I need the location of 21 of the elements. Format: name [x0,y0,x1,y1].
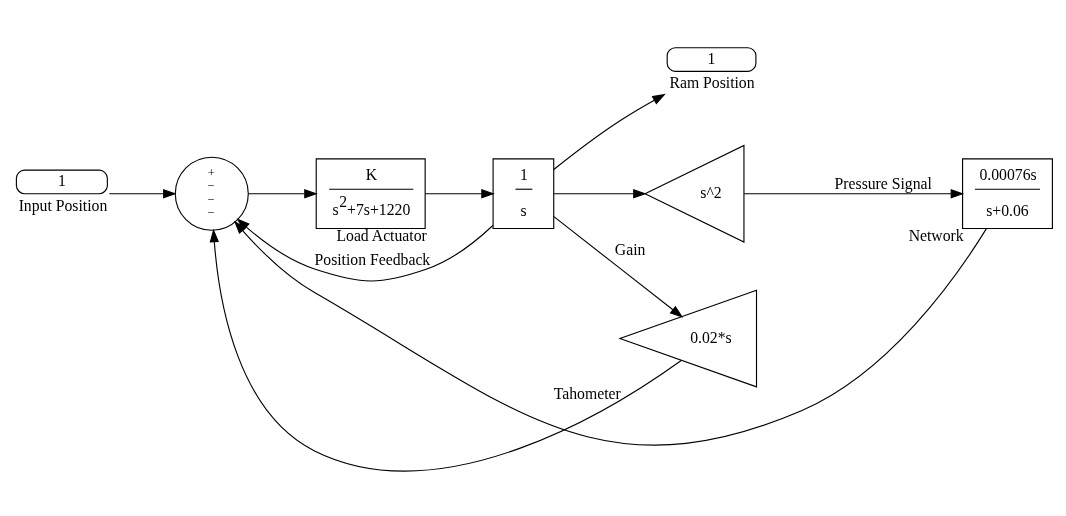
node-box: 1 [15,169,108,194]
arrow [247,188,318,198]
arrow [209,228,682,471]
arrow [743,188,965,198]
node-label: Input Position [18,196,108,214]
node-label: Ram Position [669,73,755,91]
edge-label: Position Feedback [314,250,431,268]
arrow [553,188,647,198]
arrow [108,188,177,198]
arrow [553,215,684,318]
edge-label: Pressure Signal [834,174,932,192]
arrow [233,220,987,445]
arrow [424,188,495,198]
node-label: Gain [614,240,646,258]
node-label: Tahometer [553,384,621,402]
node-label: Network [908,226,964,244]
node-label: Load Actuator [336,226,427,244]
node-box: 1 s [492,157,555,229]
node-box: 1 [666,46,757,72]
arrow [553,93,666,170]
node-box: 0.00076s s+0.06 [962,157,1053,229]
